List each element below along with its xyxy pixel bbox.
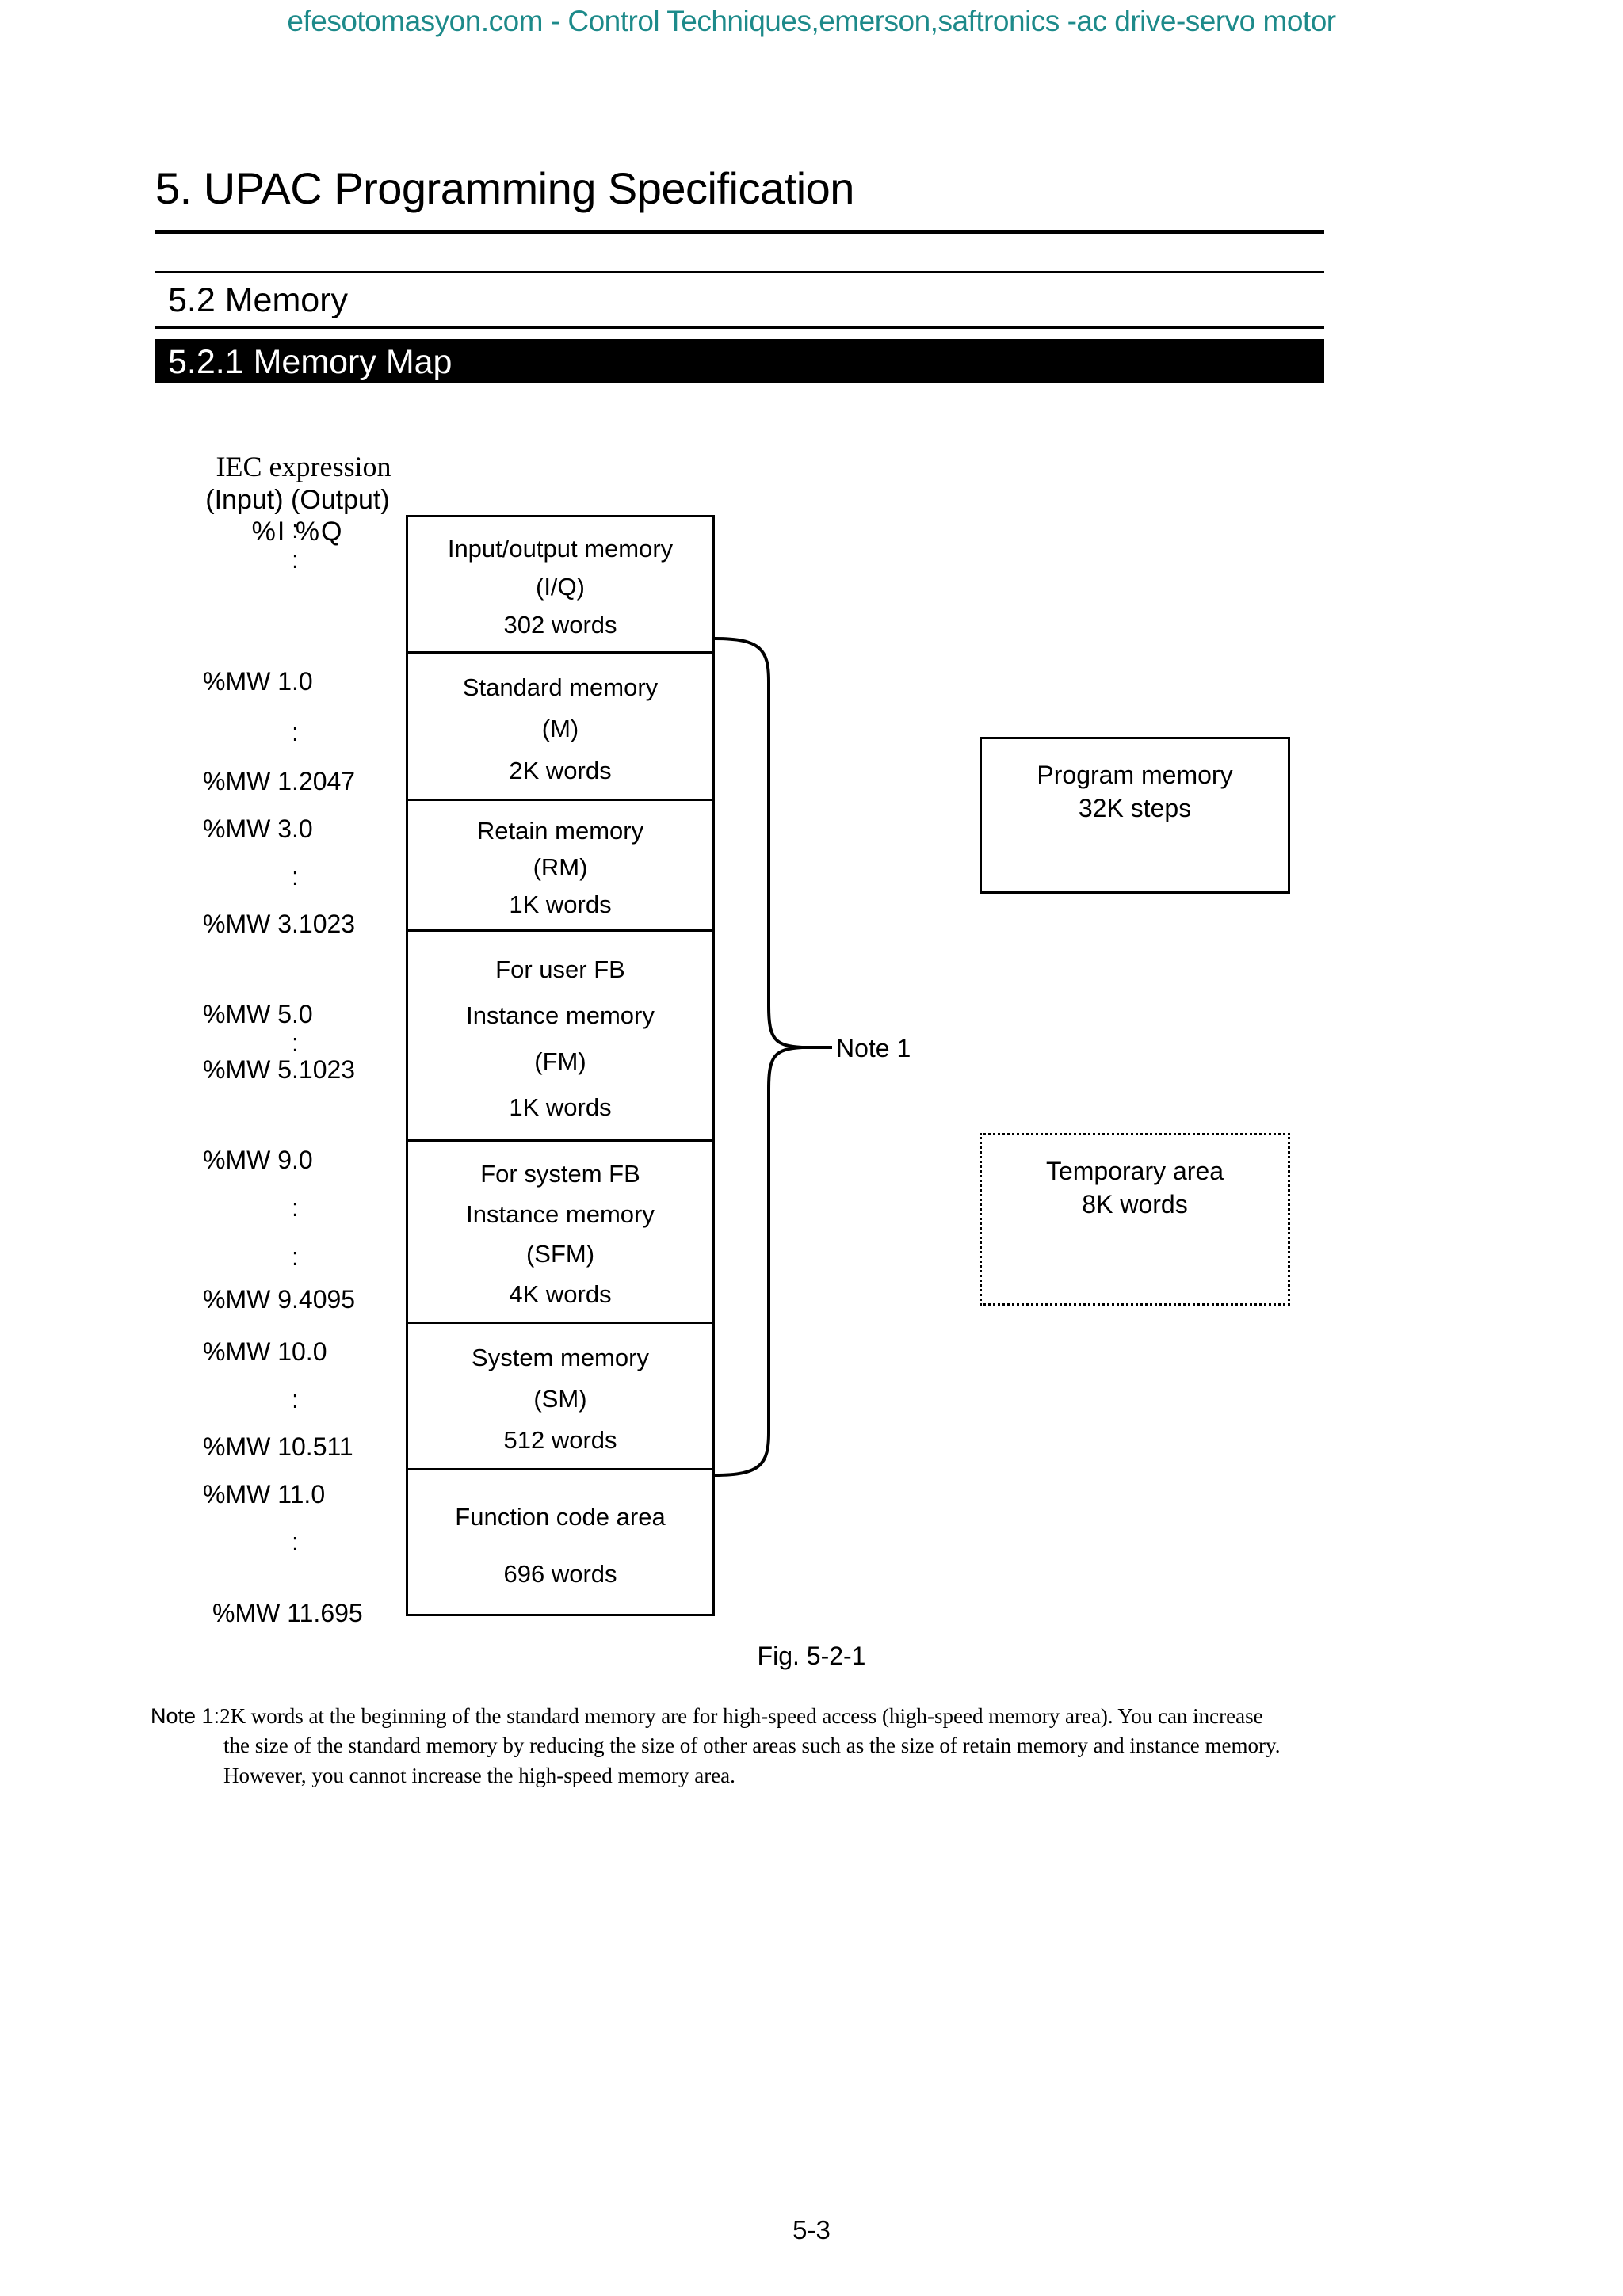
address-label: %MW 1.2047 bbox=[203, 767, 356, 795]
input-output-label: (Input) (Output) bbox=[205, 485, 390, 515]
memory-region-line: (M) bbox=[541, 715, 579, 743]
address-label: %MW 1.0 bbox=[203, 667, 313, 696]
address-continuation-dots: : bbox=[292, 862, 299, 891]
temporary-area-line2: 8K words bbox=[1082, 1190, 1188, 1219]
memory-region-row: Standard memory (M) 2K words bbox=[408, 654, 712, 801]
address-continuation-dots: : bbox=[292, 545, 299, 574]
address-continuation-dots: : bbox=[292, 1028, 299, 1057]
memory-region-line: Input/output memory bbox=[447, 534, 674, 563]
address-continuation-dots: : bbox=[292, 515, 299, 543]
temporary-area-text: Temporary area 8K words bbox=[982, 1154, 1288, 1221]
memory-region-row: For user FB Instance memory (FM) 1K words bbox=[408, 932, 712, 1142]
address-label: %MW 9.4095 bbox=[203, 1285, 356, 1314]
memory-region-row: Input/output memory (I/Q) 302 words bbox=[408, 517, 712, 654]
address-label: %MW 3.1023 bbox=[203, 910, 356, 938]
section-title: 5.2 Memory bbox=[168, 281, 349, 319]
address-continuation-dots: : bbox=[292, 1193, 299, 1222]
memory-region-line: Standard memory bbox=[462, 673, 659, 701]
address-label: %MW 10.0 bbox=[203, 1337, 327, 1366]
section-rule-top bbox=[155, 271, 1324, 273]
footnote-label: Note 1: bbox=[151, 1704, 220, 1728]
memory-region-line: (FM) bbox=[534, 1047, 586, 1076]
address-label: %MW 10.511 bbox=[203, 1432, 353, 1461]
address-label: %MW 11.695 bbox=[212, 1599, 363, 1627]
memory-region-line: For user FB bbox=[495, 955, 625, 983]
memory-region-line: Retain memory bbox=[476, 816, 644, 845]
address-label: %MW 9.0 bbox=[203, 1146, 313, 1174]
memory-region-row: Function code area 696 words bbox=[408, 1470, 712, 1616]
note1-brace bbox=[714, 637, 832, 1477]
program-memory-box: Program memory 32K steps bbox=[980, 737, 1290, 894]
memory-region-line: 512 words bbox=[503, 1425, 617, 1454]
program-memory-line1: Program memory bbox=[1037, 761, 1233, 789]
memory-region-line: 2K words bbox=[509, 756, 612, 784]
footnote-line1: 2K words at the beginning of the standar… bbox=[220, 1704, 1263, 1728]
note1-marker: Note 1 bbox=[836, 1034, 911, 1062]
address-label: %MW 5.0 bbox=[203, 1000, 313, 1028]
subsection-title: 5.2.1 Memory Map bbox=[168, 343, 453, 381]
address-continuation-dots: : bbox=[292, 1242, 299, 1271]
memory-region-line: 696 words bbox=[503, 1560, 617, 1589]
address-label: %MW 5.1023 bbox=[203, 1055, 356, 1084]
program-memory-text: Program memory 32K steps bbox=[982, 758, 1288, 825]
page-number: 5-3 bbox=[792, 2215, 831, 2245]
memory-region-line: Function code area bbox=[455, 1503, 666, 1531]
address-label: %MW 11.0 bbox=[203, 1480, 326, 1508]
chapter-title: 5. UPAC Programming Specification bbox=[155, 163, 854, 213]
iec-expression-label: IEC expression bbox=[216, 451, 391, 482]
chapter-title-rule bbox=[155, 230, 1324, 234]
memory-region-row: For system FB Instance memory (SFM) 4K word… bbox=[408, 1142, 712, 1324]
memory-region-line: 4K words bbox=[509, 1280, 612, 1308]
memory-region-line: (I/Q) bbox=[536, 572, 585, 601]
memory-region-row: System memory (SM) 512 words bbox=[408, 1324, 712, 1470]
memory-region-line: 1K words bbox=[509, 890, 612, 918]
temporary-area-line1: Temporary area bbox=[1045, 1157, 1224, 1185]
memory-region-line: (SM) bbox=[533, 1384, 587, 1413]
memory-region-line: System memory bbox=[472, 1343, 649, 1371]
temporary-area-box: Temporary area 8K words bbox=[980, 1133, 1290, 1306]
address-continuation-dots: : bbox=[292, 1527, 299, 1556]
memory-region-line: (SFM) bbox=[525, 1240, 595, 1268]
program-memory-line2: 32K steps bbox=[1078, 794, 1192, 823]
footnote-line3: However, you cannot increase the high-sp… bbox=[223, 1763, 735, 1787]
figure-caption: Fig. 5-2-1 bbox=[757, 1642, 866, 1670]
memory-region-row: Retain memory (RM) 1K words bbox=[408, 801, 712, 932]
subsection-bar bbox=[155, 339, 1324, 383]
memory-region-line: (RM) bbox=[533, 853, 588, 882]
section-rule-bottom bbox=[155, 326, 1324, 329]
memory-region-line: 1K words bbox=[509, 1093, 612, 1122]
site-watermark-banner: efesotomasyon.com - Control Techniques,e… bbox=[287, 5, 1336, 37]
footnote: Note 1:2K words at the beginning of the … bbox=[151, 1702, 1339, 1791]
percent-i-q-label: %I %Q bbox=[251, 517, 344, 547]
address-label: %MW 3.0 bbox=[203, 814, 313, 843]
memory-region-line: Instance memory bbox=[466, 1001, 655, 1029]
footnote-line2: the size of the standard memory by reduc… bbox=[223, 1733, 1281, 1758]
memory-region-line: 302 words bbox=[503, 611, 617, 639]
memory-region-line: Instance memory bbox=[466, 1199, 655, 1228]
address-continuation-dots: : bbox=[292, 718, 299, 746]
address-continuation-dots: : bbox=[292, 1385, 299, 1413]
memory-region-line: For system FB bbox=[480, 1160, 640, 1188]
